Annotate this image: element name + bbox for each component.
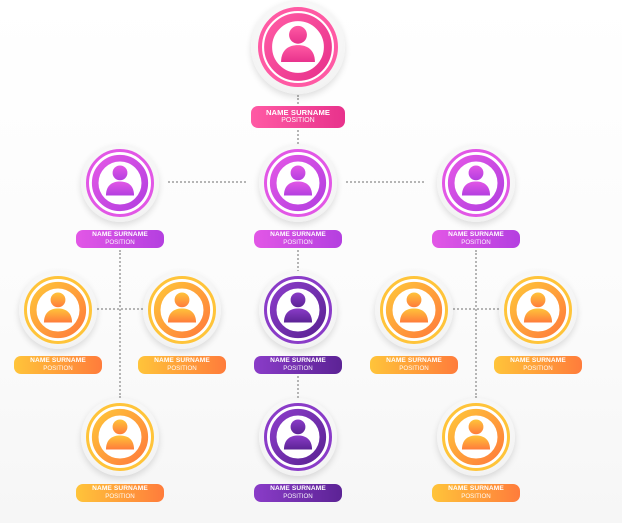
person-name: NAME SURNAME <box>270 231 326 238</box>
person-name: NAME SURNAME <box>270 485 326 492</box>
avatar-right-b[interactable] <box>499 271 577 349</box>
connector-right-manager-to-right-c <box>475 250 477 398</box>
avatar-center-b[interactable] <box>259 398 337 476</box>
avatar-right-c[interactable] <box>437 398 515 476</box>
person-icon <box>447 154 505 212</box>
person-name: NAME SURNAME <box>386 357 442 364</box>
person-icon <box>447 408 505 466</box>
person-icon <box>269 281 327 339</box>
person-position: POSITION <box>283 364 313 372</box>
avatar-left-manager[interactable] <box>81 144 159 222</box>
connector-right-a-to-right-b <box>453 308 499 310</box>
person-icon <box>509 281 567 339</box>
person-icon <box>264 13 332 81</box>
person-name: NAME SURNAME <box>448 485 504 492</box>
person-icon <box>153 281 211 339</box>
person-position: POSITION <box>105 238 135 246</box>
connector-center-manager-to-center-a <box>297 250 299 272</box>
person-name: NAME SURNAME <box>92 231 148 238</box>
person-position: POSITION <box>167 364 197 372</box>
connector-center-a-to-center-b <box>297 376 299 398</box>
avatar-right-a[interactable] <box>375 271 453 349</box>
connector-left-a-to-left-b <box>97 308 143 310</box>
person-position: POSITION <box>105 492 135 500</box>
avatar-center-a[interactable] <box>259 271 337 349</box>
person-position: POSITION <box>283 238 313 246</box>
person-icon <box>269 408 327 466</box>
person-icon <box>91 408 149 466</box>
connector-center-to-left-manager <box>168 181 246 183</box>
person-position: POSITION <box>461 238 491 246</box>
avatar-ceo[interactable] <box>251 0 345 94</box>
person-position: POSITION <box>43 364 73 372</box>
person-icon <box>91 154 149 212</box>
person-name: NAME SURNAME <box>30 357 86 364</box>
person-position: POSITION <box>281 116 315 124</box>
person-icon <box>29 281 87 339</box>
avatar-right-manager[interactable] <box>437 144 515 222</box>
person-name: NAME SURNAME <box>448 231 504 238</box>
person-position: POSITION <box>523 364 553 372</box>
person-icon <box>269 154 327 212</box>
connector-left-manager-to-left-c <box>119 250 121 398</box>
avatar-left-b[interactable] <box>143 271 221 349</box>
avatar-left-c[interactable] <box>81 398 159 476</box>
avatar-center-manager[interactable] <box>259 144 337 222</box>
connector-center-to-right-manager <box>346 181 424 183</box>
person-name: NAME SURNAME <box>265 108 331 117</box>
person-icon <box>385 281 443 339</box>
person-name: NAME SURNAME <box>510 357 566 364</box>
avatar-left-a[interactable] <box>19 271 97 349</box>
person-position: POSITION <box>283 492 313 500</box>
person-name: NAME SURNAME <box>92 485 148 492</box>
person-position: POSITION <box>461 492 491 500</box>
person-position: POSITION <box>399 364 429 372</box>
person-name: NAME SURNAME <box>154 357 210 364</box>
person-name: NAME SURNAME <box>270 357 326 364</box>
